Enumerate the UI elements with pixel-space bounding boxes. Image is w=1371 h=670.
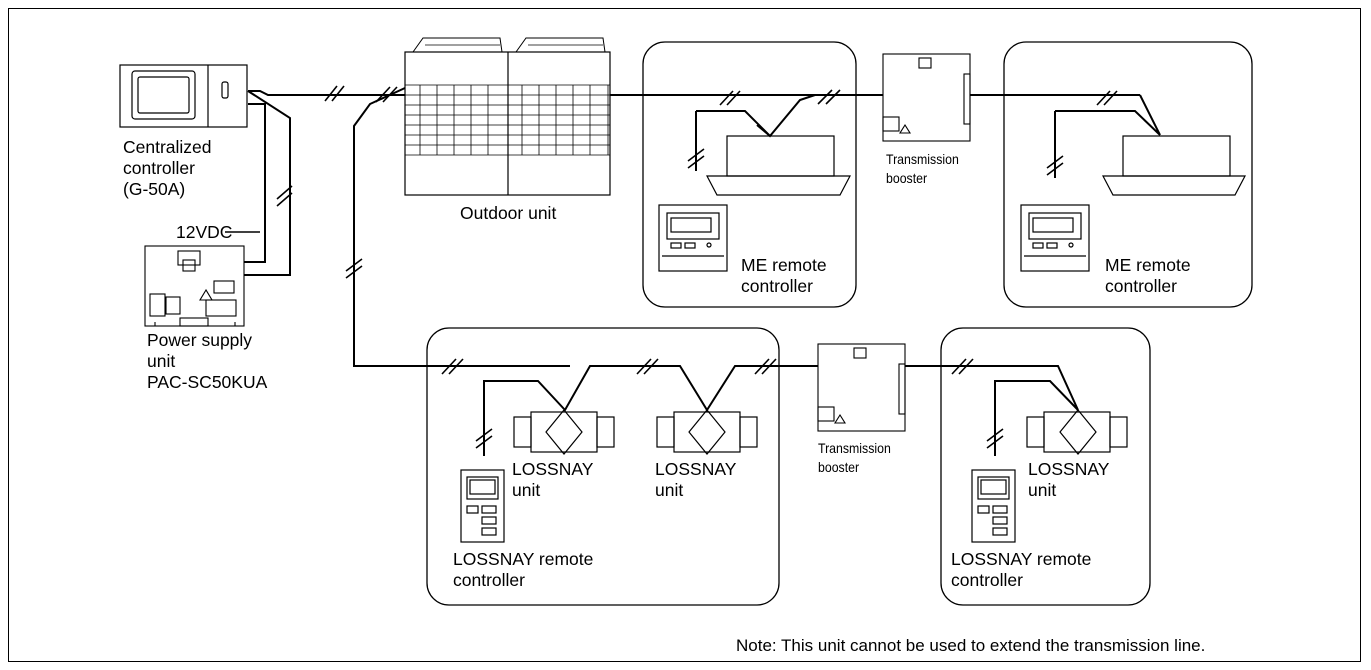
transmission-booster-icon [817,343,906,432]
lossnay-remote-label: LOSSNAY remote controller [453,549,594,590]
lossnay-remote-icon [971,469,1016,543]
indoor-unit-icon [706,135,851,196]
lossnay-remote-label: LOSSNAY remote controller [951,549,1092,590]
transmission-booster-label: Transmission booster [886,151,959,186]
transmission-booster-icon [882,53,971,142]
lossnay-unit-label: LOSSNAY unit [512,459,594,500]
me-remote-icon [658,204,728,272]
outdoor-unit-label: Outdoor unit [460,203,557,223]
group-box-me-1 [642,41,857,308]
lower-transmission-line [483,365,1079,456]
outdoor-unit-icon [404,37,611,196]
centralized-controller-label: Centralized controller (G-50A) [123,137,212,199]
cable-marks [276,85,1118,449]
me-remote-label: ME remote controller [1105,255,1191,296]
transmission-booster-label: Transmission booster [818,440,891,475]
group-box-lossnay-1 [426,327,780,606]
lossnay-unit-icon [656,409,758,455]
me-remote-label: ME remote controller [741,255,827,296]
power-supply-icon [144,245,245,327]
lossnay-unit-label: LOSSNAY unit [655,459,737,500]
voltage-label: 12VDC [176,222,233,242]
controller-wiring [225,87,570,367]
group-box-me-2 [1003,41,1253,308]
lossnay-unit-icon [513,409,615,455]
lossnay-unit-icon [1026,409,1128,455]
lossnay-remote-icon [460,469,505,543]
centralized-controller-icon [119,64,248,128]
group-box-lossnay-2 [940,327,1151,606]
power-supply-label: Power supply unit PAC-SC50KUA [147,330,268,392]
footnote: Note: This unit cannot be used to extend… [736,636,1206,655]
me-remote-icon [1020,204,1090,272]
indoor-unit-icon [1102,135,1246,196]
diagram-frame [8,8,1361,662]
lossnay-unit-label: LOSSNAY unit [1028,459,1110,500]
